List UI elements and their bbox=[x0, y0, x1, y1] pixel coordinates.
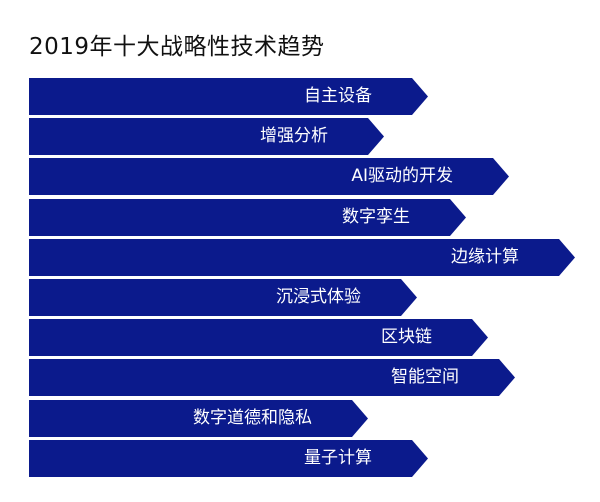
arrow-shape bbox=[29, 359, 515, 396]
arrow-shape bbox=[29, 319, 488, 356]
trend-arrow: 数字道德和隐私 bbox=[29, 400, 368, 437]
trend-arrow: 边缘计算 bbox=[29, 239, 575, 276]
arrow-shape bbox=[29, 158, 509, 195]
trend-arrow: 增强分析 bbox=[29, 118, 384, 155]
trend-arrow: 区块链 bbox=[29, 319, 488, 356]
trend-label: 边缘计算 bbox=[451, 247, 519, 267]
arrow-shape bbox=[29, 279, 417, 316]
trend-label: 数字孪生 bbox=[342, 207, 410, 227]
trend-arrow: AI驱动的开发 bbox=[29, 158, 509, 195]
trend-label: 自主设备 bbox=[304, 86, 372, 106]
trend-label: 量子计算 bbox=[304, 448, 372, 468]
arrow-shape bbox=[29, 118, 384, 155]
arrow-shape bbox=[29, 199, 466, 236]
trend-arrow: 数字孪生 bbox=[29, 199, 466, 236]
arrow-shape bbox=[29, 239, 575, 276]
trend-arrow: 自主设备 bbox=[29, 78, 428, 115]
trend-arrow: 沉浸式体验 bbox=[29, 279, 417, 316]
page-title: 2019年十大战略性技术趋势 bbox=[29, 34, 325, 60]
arrow-shape bbox=[29, 400, 368, 437]
arrow-shape bbox=[29, 440, 428, 477]
trend-arrow: 智能空间 bbox=[29, 359, 515, 396]
trend-arrow: 量子计算 bbox=[29, 440, 428, 477]
trend-label: 沉浸式体验 bbox=[276, 287, 361, 307]
trend-label: 数字道德和隐私 bbox=[193, 408, 312, 428]
trend-label: 增强分析 bbox=[260, 126, 328, 146]
arrow-shape bbox=[29, 78, 428, 115]
trend-label: 区块链 bbox=[381, 327, 432, 347]
trend-label: AI驱动的开发 bbox=[351, 166, 453, 186]
trend-label: 智能空间 bbox=[391, 367, 459, 387]
